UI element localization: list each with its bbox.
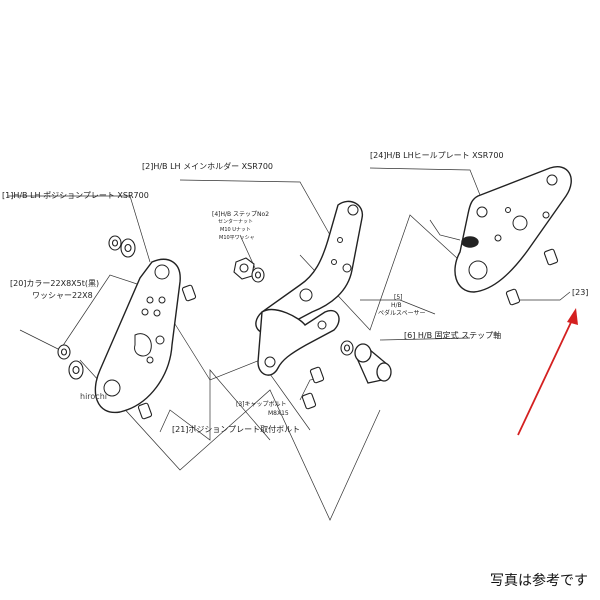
red-pointer-arrow (517, 308, 578, 436)
label-center-nut-4: M10平ワッシャ (219, 235, 255, 241)
part-heel-plate (454, 166, 572, 293)
watermark: hirochi (80, 392, 107, 401)
label-collar-2: ワッシャー22X8 (32, 291, 93, 300)
reference-note: 写真は参考です (490, 573, 588, 589)
leader-part-21 (159, 369, 271, 441)
label-heel-bolts: [23] (572, 288, 589, 297)
part-step-shaft (354, 343, 392, 384)
leader-part-5 (360, 299, 436, 315)
assembly-guide-4 (429, 219, 461, 241)
heel-plate-logo (461, 236, 479, 248)
label-center-nut-3: M10 Uナット (220, 227, 251, 233)
leader-part-23 (520, 291, 571, 301)
label-heel-plate: [24]H/B LHヒールプレート XSR700 (370, 151, 504, 160)
part-cap-bolts (301, 366, 325, 410)
leader-part-1 (8, 195, 151, 263)
label-center-nut-1: [4]H/B ステップNo2 (212, 211, 270, 218)
label-cap-bolt-2: M8X15 (268, 410, 289, 417)
label-position-plate: [1]H/B LH ポジションプレート XSR700 (2, 191, 149, 200)
part-position-plate (94, 258, 181, 414)
label-spacer-3: ペダルスペーサー (378, 310, 426, 317)
label-cap-bolt-1: [3]キャップボルト (236, 401, 287, 408)
part-position-plate-bolts (137, 284, 197, 420)
part-main-holder (255, 200, 364, 376)
label-plate-bolt: [21]ポジションプレート取付ボルト (172, 425, 301, 434)
leader-part-24 (369, 167, 481, 196)
assembly-guide-3 (159, 299, 311, 431)
label-center-nut-2: センターナット (218, 219, 254, 225)
label-main-holder: [2]H/B LH メインホルダー XSR700 (142, 162, 274, 171)
leader-part-2 (179, 179, 331, 236)
label-collar-1: [20]カラー22X8X5t(黒) (10, 279, 100, 288)
part-heel-plate-bolts (505, 248, 559, 306)
label-step-shaft: [6] H/B 固定式 ステップ軸 (404, 331, 502, 340)
part-collars-washers (57, 235, 136, 380)
part-center-nut (233, 257, 265, 283)
part-pedal-spacer (340, 340, 354, 356)
label-spacer-2: H/B (391, 302, 402, 309)
assembly-guide-1 (79, 359, 381, 521)
leader-part-20 (19, 274, 141, 351)
leader-part-6 (379, 337, 471, 341)
label-spacer-1: [5] (394, 294, 403, 301)
